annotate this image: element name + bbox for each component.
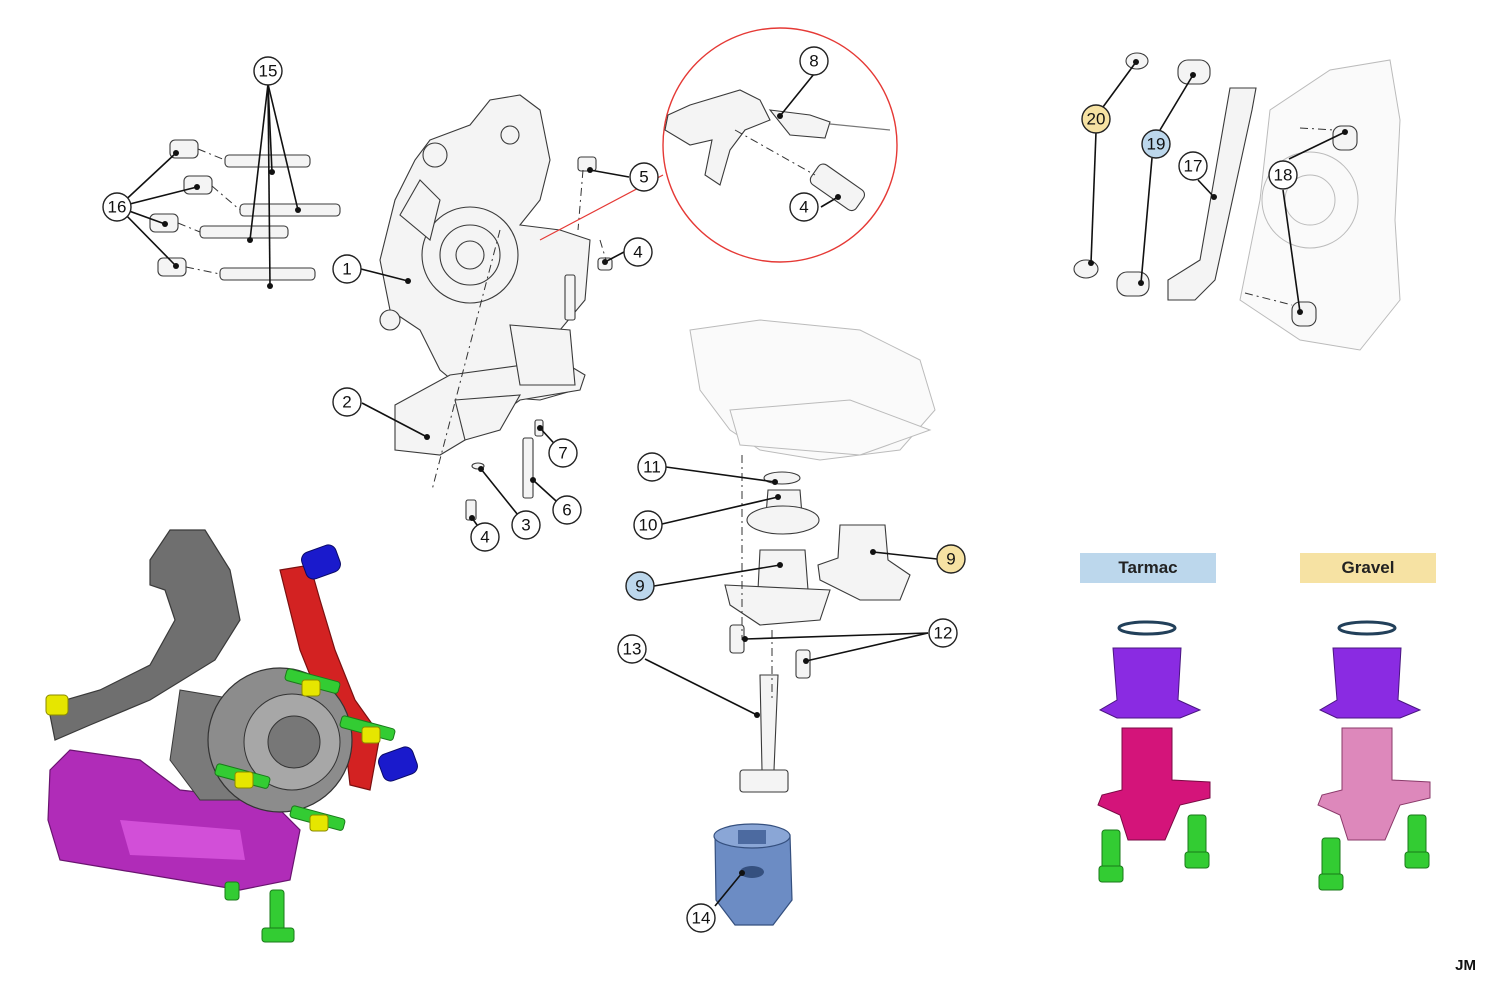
svg-text:20: 20 [1087, 110, 1106, 129]
tarmac-variant-render [1097, 620, 1211, 883]
callout-20: 20 [1081, 104, 1111, 134]
lower-bracket-drawing [394, 324, 586, 456]
callout-15: 15 [253, 56, 283, 86]
link-assembly-drawing [1073, 52, 1401, 351]
tarmac-label: Tarmac [1080, 553, 1216, 583]
svg-text:4: 4 [799, 198, 808, 217]
author-initials: JM [1455, 957, 1476, 974]
svg-text:4: 4 [633, 243, 642, 262]
special-tool-14 [713, 823, 793, 926]
callout-7: 7 [548, 438, 578, 468]
callout-4-detail: 4 [789, 192, 819, 222]
callout-4-bottom: 4 [470, 522, 500, 552]
svg-text:6: 6 [562, 501, 571, 520]
svg-text:7: 7 [558, 444, 567, 463]
callout-9-gravel: 9 [936, 544, 966, 574]
callout-6: 6 [552, 495, 582, 525]
knuckle-line-drawing [379, 94, 591, 401]
bolts-15 [177, 148, 341, 281]
callout-14: 14 [686, 903, 716, 933]
svg-text:18: 18 [1274, 166, 1293, 185]
svg-text:5: 5 [639, 168, 648, 187]
callout-8: 8 [799, 46, 829, 76]
pivot-housing-drawing [689, 319, 936, 793]
callout-4-right: 4 [623, 237, 653, 267]
callout-10: 10 [633, 510, 663, 540]
svg-text:12: 12 [934, 624, 953, 643]
callout-16: 16 [102, 192, 132, 222]
sensor-detail-view [539, 27, 898, 263]
callout-9-tarmac: 9 [625, 571, 655, 601]
callout-17: 17 [1178, 151, 1208, 181]
svg-text:14: 14 [692, 909, 711, 928]
svg-text:19: 19 [1147, 135, 1166, 154]
callout-18: 18 [1268, 160, 1298, 190]
svg-text:8: 8 [809, 52, 818, 71]
leader-lines [117, 59, 1348, 907]
svg-text:11: 11 [643, 458, 661, 477]
gravel-variant-render [1317, 620, 1431, 891]
callout-13: 13 [617, 634, 647, 664]
svg-text:1: 1 [342, 260, 351, 279]
svg-text:10: 10 [639, 516, 658, 535]
svg-text:13: 13 [623, 640, 642, 659]
svg-text:16: 16 [108, 198, 127, 217]
studs-16 [149, 139, 213, 277]
callout-1: 1 [332, 254, 362, 284]
svg-text:17: 17 [1184, 157, 1203, 176]
colored-assembly-render [45, 529, 418, 943]
callout-2: 2 [332, 387, 362, 417]
callout-3: 3 [511, 510, 541, 540]
callout-11: 11 [637, 452, 667, 482]
svg-text:15: 15 [259, 62, 278, 81]
callout-19: 19 [1141, 129, 1171, 159]
callout-12: 12 [928, 618, 958, 648]
svg-text:9: 9 [946, 550, 955, 569]
svg-text:4: 4 [480, 528, 489, 547]
svg-text:3: 3 [521, 516, 530, 535]
svg-text:2: 2 [342, 393, 351, 412]
callout-5: 5 [629, 162, 659, 192]
svg-text:9: 9 [635, 577, 644, 596]
gravel-label: Gravel [1300, 553, 1436, 583]
